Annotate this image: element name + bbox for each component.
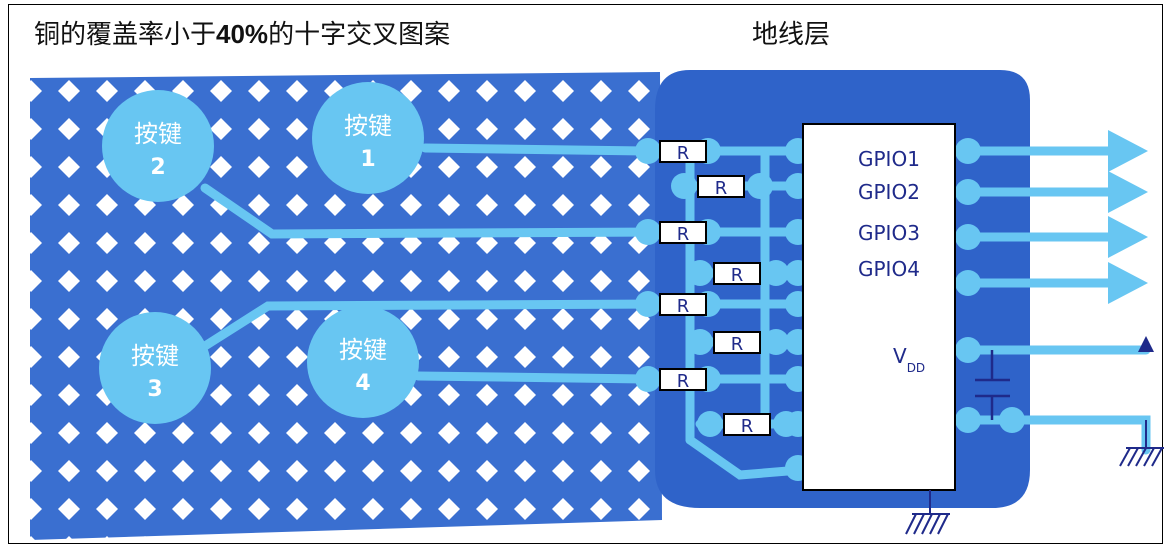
resistor-label: R	[677, 371, 690, 392]
ground-layer-title: 地线层	[752, 20, 831, 50]
touch-button-array: 按键 2 按键 1 按键 3 按键 4	[99, 82, 424, 424]
button-label: 按键	[134, 120, 182, 148]
ground-symbol-right	[1119, 420, 1164, 467]
button-number: 1	[360, 147, 375, 172]
vdd-supply-arrow	[1138, 336, 1154, 352]
touch-button-1: 按键 1	[312, 82, 424, 194]
resistor-label: R	[677, 143, 690, 164]
resistor-label: R	[677, 296, 690, 317]
touch-button-4: 按键 4	[307, 306, 419, 418]
resistor: R	[697, 175, 745, 199]
resistor-array: R R R R R R R R	[659, 140, 771, 437]
resistor: R	[659, 221, 707, 245]
button-number: 4	[355, 371, 370, 396]
pin-label-gpio4: GPIO4	[858, 257, 920, 281]
touch-button-3: 按键 3	[99, 312, 211, 424]
touch-button-2: 按键 2	[102, 90, 214, 202]
resistor: R	[713, 331, 761, 355]
button-label: 按键	[344, 112, 392, 140]
resistor: R	[713, 262, 761, 286]
resistor-label: R	[731, 334, 744, 355]
button-label: 按键	[131, 342, 179, 370]
crosshatch-title: 铜的覆盖率小于40%的十字交叉图案	[34, 19, 451, 50]
button-label: 按键	[339, 336, 387, 364]
mcu-chip	[802, 123, 956, 491]
resistor-label: R	[677, 224, 690, 245]
resistor-label: R	[715, 178, 728, 199]
button-number: 2	[150, 155, 165, 180]
resistor: R	[659, 140, 707, 164]
pin-label-gpio3: GPIO3	[858, 221, 920, 245]
pin-label-gpio2: GPIO2	[858, 180, 920, 204]
resistor: R	[723, 413, 771, 437]
resistor: R	[659, 368, 707, 392]
output-arrows	[1108, 130, 1148, 304]
vdd-label: VDD	[893, 344, 925, 375]
pin-label-gpio1: GPIO1	[858, 147, 920, 171]
resistor-label: R	[741, 416, 754, 437]
resistor-label: R	[731, 265, 744, 286]
resistor: R	[659, 293, 707, 317]
button-number: 3	[147, 377, 162, 402]
diagram-frame	[8, 4, 1163, 544]
decoupling-capacitor	[975, 350, 1010, 420]
ground-symbol-chip	[905, 490, 950, 535]
